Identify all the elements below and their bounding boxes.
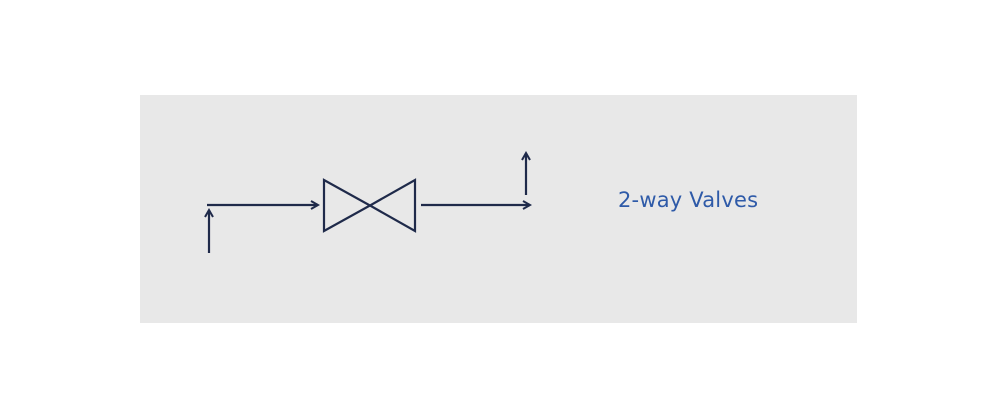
diagram-caption: 2-way Valves [618, 188, 759, 212]
two-way-valve-icon [322, 178, 417, 233]
diagram-panel [140, 95, 857, 323]
